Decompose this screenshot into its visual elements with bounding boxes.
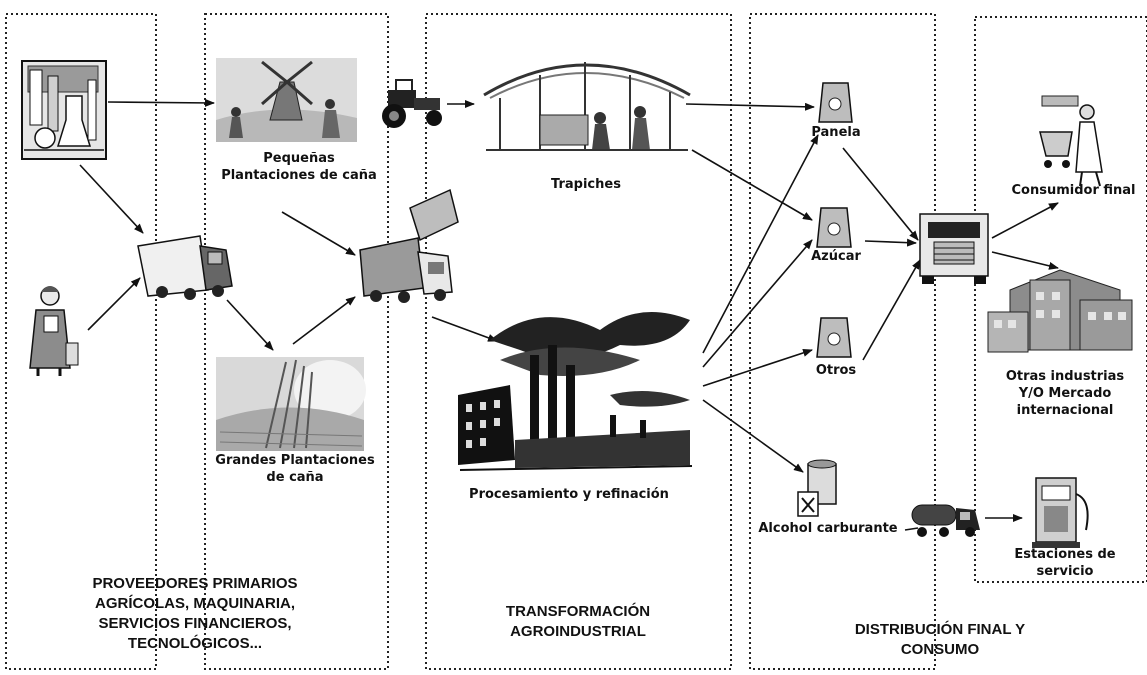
arrow-lab-to-truck	[79, 164, 144, 234]
delivery-truck-icon	[137, 235, 233, 300]
label-estaciones-line-1: Estaciones de	[1014, 547, 1116, 562]
tanker-truck-icon	[911, 504, 980, 537]
connector-alcohol-to-tanker	[904, 527, 919, 531]
arrow-factory-to-azucar	[702, 239, 813, 368]
caption-proveedores-line-3: SERVICIOS FINANCIEROS,	[98, 615, 292, 632]
label-panela: Panela	[811, 125, 861, 140]
label-pequenas-line-2: Plantaciones de caña	[221, 168, 377, 183]
caption-distribucion: DISTRIBUCIÓN FINAL Y CONSUMO	[820, 620, 1060, 660]
windmill-farm-icon	[216, 58, 357, 142]
caption-distribucion-line-1: DISTRIBUCIÓN FINAL Y	[854, 621, 1026, 638]
caption-proveedores: PROVEEDORES PRIMARIOS AGRÍCOLAS, MAQUINA…	[20, 574, 370, 654]
caption-distribucion-line-2: CONSUMO	[900, 641, 980, 658]
cane-field-icon	[216, 357, 366, 451]
arrow-truck-to-big-farm	[226, 299, 274, 351]
arrow-semi-to-consumidor	[991, 202, 1059, 239]
arrow-lab-to-small-farm	[107, 98, 215, 107]
dump-truck-icon	[359, 188, 459, 303]
fuel-barrel-icon	[797, 459, 837, 517]
frame-plantaciones	[204, 13, 389, 670]
caption-transformacion-line-1: TRANSFORMACIÓN	[505, 603, 651, 620]
label-otras-line-3: internacional	[1016, 403, 1114, 418]
arrow-factory-to-panela	[702, 134, 819, 354]
label-otras-industrias: Otras industrias Y/O Mercado internacion…	[990, 368, 1140, 419]
label-estaciones-servicio: Estaciones de servicio	[995, 546, 1135, 580]
factory-smokestacks-icon	[458, 312, 693, 471]
arrow-azucar-to-semi	[864, 238, 917, 247]
caption-proveedores-line-1: PROVEEDORES PRIMARIOS	[92, 575, 298, 592]
product-bag-icon-azucar	[816, 207, 852, 248]
industry-buildings-icon	[987, 269, 1133, 353]
worker-icon	[29, 286, 79, 376]
label-pequenas-line-1: Pequeñas	[263, 151, 335, 166]
caption-transformacion-line-2: AGROINDUSTRIAL	[510, 623, 646, 640]
label-otras-line-1: Otras industrias	[1005, 369, 1125, 384]
arrow-small-farm-to-dump	[281, 211, 356, 256]
semi-truck-icon	[919, 213, 989, 284]
arrow-factory-to-otros	[702, 349, 813, 387]
arrow-big-farm-to-dump	[292, 296, 356, 345]
arrow-semi-to-industria	[991, 251, 1059, 270]
caption-proveedores-line-2: AGRÍCOLAS, MAQUINARIA,	[95, 595, 295, 612]
arrow-worker-to-truck	[87, 277, 141, 331]
frame-proveedores-left	[5, 13, 157, 670]
label-grandes-line-2: de caña	[266, 470, 324, 485]
arrow-trapiche-to-azucar	[691, 149, 813, 221]
shopper-cart-icon	[1039, 95, 1103, 187]
label-trapiches: Trapiches	[551, 177, 621, 192]
sugar-mill-icon	[483, 62, 691, 151]
label-grandes-plantaciones: Grandes Plantaciones de caña	[204, 452, 386, 486]
product-bag-icon-panela	[818, 82, 853, 123]
arrow-dump-to-factory	[431, 316, 498, 342]
product-bag-icon-otros	[816, 317, 852, 358]
label-consumidor-final: Consumidor final	[1011, 183, 1136, 198]
arrow-trapiche-to-panela	[685, 102, 815, 111]
label-alcohol-carburante: Alcohol carburante	[758, 521, 898, 536]
flow-arrows	[79, 98, 1059, 522]
arrow-panela-to-semi	[842, 147, 919, 241]
label-otras-line-2: Y/O Mercado	[1018, 386, 1112, 401]
arrow-factory-to-alcohol	[702, 399, 804, 473]
section-frames	[5, 13, 1147, 670]
arrow-otros-to-semi	[862, 259, 921, 361]
label-estaciones-line-2: servicio	[1036, 564, 1094, 579]
label-procesamiento: Procesamiento y refinación	[469, 487, 669, 502]
tractor-icon	[382, 79, 442, 128]
caption-proveedores-line-4: TECNOLÓGICOS...	[127, 635, 263, 652]
frame-consumo	[974, 16, 1147, 583]
label-otros: Otros	[815, 363, 857, 378]
label-pequenas-plantaciones: Pequeñas Plantaciones de caña	[210, 150, 388, 184]
laboratory-equipment-icon	[21, 60, 107, 160]
label-azucar: Azúcar	[811, 249, 861, 264]
label-grandes-line-1: Grandes Plantaciones	[215, 453, 375, 468]
gas-pump-icon	[1032, 477, 1089, 548]
caption-transformacion: TRANSFORMACIÓN AGROINDUSTRIAL	[470, 602, 686, 642]
